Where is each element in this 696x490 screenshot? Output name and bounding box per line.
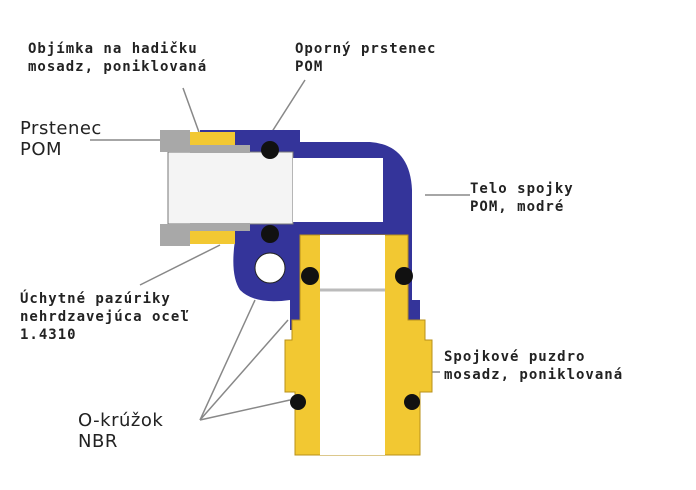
- label-line: Telo spojky: [470, 181, 574, 197]
- label-line: O-krúžok: [78, 410, 164, 431]
- label-body: Telo spojky POM, modré: [470, 180, 574, 216]
- label-housing: Spojkové puzdro mosadz, poniklovaná: [444, 348, 623, 384]
- label-line: POM, modré: [470, 199, 565, 215]
- o-ring-icon: [261, 141, 279, 159]
- o-rings: [261, 141, 420, 410]
- sleeve-bottom: [190, 231, 235, 244]
- ring-top: [160, 130, 190, 152]
- label-line: NBR: [78, 431, 118, 452]
- inner-bore: [293, 158, 383, 222]
- label-line: Spojkové puzdro: [444, 349, 586, 365]
- hole: [254, 252, 286, 284]
- label-claws: Úchytné pazúriky nehrdzavejúca oceľ 1.43…: [20, 290, 190, 344]
- o-ring-icon: [404, 394, 420, 410]
- label-sleeve: Objímka na hadičku mosadz, poniklovaná: [28, 40, 207, 76]
- label-line: mosadz, poniklovaná: [444, 367, 624, 383]
- o-ring-icon: [290, 394, 306, 410]
- label-line: Objímka na hadičku: [28, 41, 198, 57]
- label-line: mosadz, poniklovaná: [28, 59, 208, 75]
- ring-bottom: [160, 224, 190, 246]
- label-line: Prstenec: [20, 118, 102, 139]
- label-ring: Prstenec POM: [20, 118, 102, 160]
- leader-lines: [90, 79, 470, 421]
- label-line: 1.4310: [20, 327, 77, 343]
- o-ring-icon: [395, 267, 413, 285]
- o-ring-icon: [261, 225, 279, 243]
- label-line: POM: [295, 59, 324, 75]
- label-line: POM: [20, 139, 63, 160]
- label-support-ring: Oporný prstenec POM: [295, 40, 436, 76]
- o-ring-icon: [301, 267, 319, 285]
- sleeve-top: [190, 132, 235, 145]
- label-line: Oporný prstenec: [295, 41, 437, 57]
- label-line: Úchytné pazúriky: [20, 291, 171, 307]
- label-line: nehrdzavejúca oceľ: [20, 309, 190, 325]
- vertical-bore: [320, 235, 385, 455]
- horizontal-bore: [167, 151, 294, 225]
- label-oring: O-krúžok NBR: [78, 410, 163, 452]
